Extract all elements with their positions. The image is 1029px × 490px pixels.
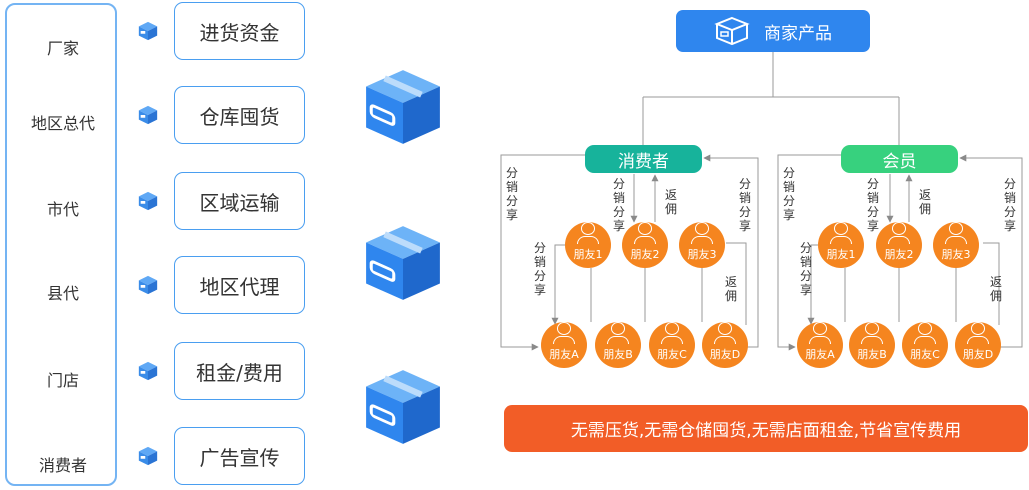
friend-node: 朋友B xyxy=(595,322,641,368)
person-icon xyxy=(918,322,932,335)
person-icon xyxy=(834,222,848,235)
friend-label: 朋友1 xyxy=(573,248,603,261)
box-icon xyxy=(714,16,750,46)
cost-item: 租金/费用 xyxy=(174,342,305,400)
box-icon xyxy=(138,105,158,125)
box-icon xyxy=(138,21,158,41)
cost-item: 仓库囤货 xyxy=(174,86,305,144)
friend-label: 朋友B xyxy=(603,348,633,361)
friend-label: 朋友1 xyxy=(826,248,856,261)
friend-label: 朋友A xyxy=(549,348,579,361)
person-icon xyxy=(813,322,827,335)
friend-node: 朋友1 xyxy=(818,222,864,268)
cost-item: 进货资金 xyxy=(174,2,305,60)
flow-label-rebate: 返佣 xyxy=(989,275,1002,303)
friend-node: 朋友1 xyxy=(565,222,611,268)
consumer-node: 消费者 xyxy=(585,145,702,173)
friend-node: 朋友2 xyxy=(876,222,922,268)
friend-node: 朋友A xyxy=(797,322,843,368)
flow-label-share: 分销分享 xyxy=(1003,177,1016,233)
friend-label: 朋友B xyxy=(857,348,887,361)
friend-node: 朋友D xyxy=(955,322,1001,368)
box-icon xyxy=(366,70,440,144)
person-icon xyxy=(581,222,595,235)
person-icon xyxy=(971,322,985,335)
friend-node: 朋友3 xyxy=(679,222,725,268)
chain-level: 地区总代 xyxy=(30,114,95,133)
cost-item: 广告宣传 xyxy=(174,427,305,485)
friend-node: 朋友C xyxy=(902,322,948,368)
friend-node: 朋友A xyxy=(541,322,587,368)
flow-label-share: 分销分享 xyxy=(612,177,625,233)
person-icon xyxy=(695,222,709,235)
cost-item: 区域运输 xyxy=(174,172,305,230)
person-icon xyxy=(665,322,679,335)
friend-node: 朋友C xyxy=(649,322,695,368)
box-icon xyxy=(138,191,158,211)
box-icon xyxy=(138,275,158,295)
chain-level: 县代 xyxy=(46,284,79,303)
box-icon xyxy=(366,226,440,300)
friend-label: 朋友3 xyxy=(941,248,971,261)
person-icon xyxy=(865,322,879,335)
person-icon xyxy=(892,222,906,235)
member-node: 会员 xyxy=(841,145,958,173)
flow-label-share: 分销分享 xyxy=(533,241,546,297)
merchant-label: 商家产品 xyxy=(764,23,832,44)
friend-label: 朋友D xyxy=(962,348,994,361)
friend-node: 朋友3 xyxy=(933,222,979,268)
friend-label: 朋友2 xyxy=(884,248,914,261)
flow-label-share: 分销分享 xyxy=(866,177,879,233)
flow-label-share: 分销分享 xyxy=(738,177,751,233)
friend-label: 朋友C xyxy=(910,348,940,361)
chain-level: 市代 xyxy=(46,200,79,219)
box-icon xyxy=(138,361,158,381)
box-icon xyxy=(138,446,158,466)
cost-item: 地区代理 xyxy=(174,256,305,314)
person-icon xyxy=(949,222,963,235)
box-icon xyxy=(366,370,440,444)
flow-label-rebate: 返佣 xyxy=(664,188,677,216)
benefits-banner: 无需压货,无需仓储囤货,无需店面租金,节省宣传费用 xyxy=(504,405,1028,452)
person-icon xyxy=(611,322,625,335)
person-icon xyxy=(718,322,732,335)
friend-node: 朋友D xyxy=(702,322,748,368)
chain-level: 消费者 xyxy=(38,456,87,475)
merchant-product-node: 商家产品 xyxy=(676,10,870,52)
flow-label-share: 分销分享 xyxy=(782,166,795,222)
chain-level: 厂家 xyxy=(46,39,79,58)
flow-label-share: 分销分享 xyxy=(799,241,812,297)
friend-label: 朋友D xyxy=(709,348,741,361)
friend-node: 朋友2 xyxy=(622,222,668,268)
friend-label: 朋友3 xyxy=(687,248,717,261)
person-icon xyxy=(638,222,652,235)
flow-label-share: 分销分享 xyxy=(505,166,518,222)
chain-level: 门店 xyxy=(46,371,79,390)
flow-label-rebate: 返佣 xyxy=(724,275,737,303)
friend-label: 朋友C xyxy=(657,348,687,361)
friend-label: 朋友A xyxy=(805,348,835,361)
person-icon xyxy=(557,322,571,335)
friend-node: 朋友B xyxy=(849,322,895,368)
flow-label-rebate: 返佣 xyxy=(918,188,931,216)
distribution-chain: 厂家 地区总代 市代 县代 门店 消费者 xyxy=(5,3,117,486)
friend-label: 朋友2 xyxy=(630,248,660,261)
